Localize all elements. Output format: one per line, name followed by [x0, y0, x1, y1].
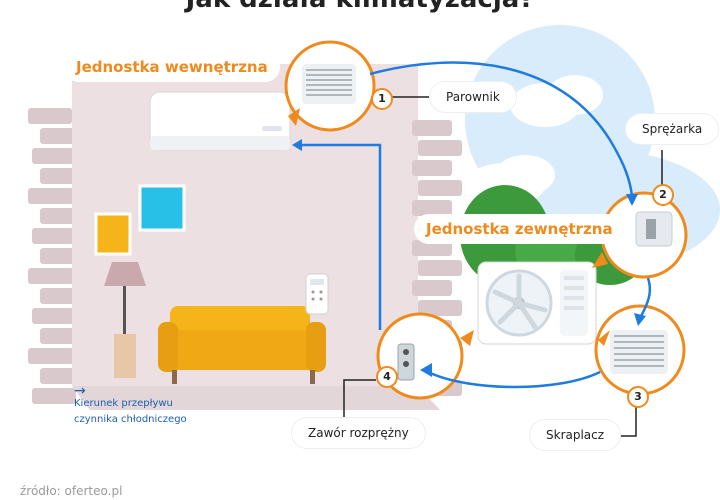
evaporator-label: Parownik — [430, 82, 516, 112]
sofa — [158, 306, 326, 384]
flow-evaporator-to-compressor — [369, 61, 634, 197]
indoor-unit-label: Jednostka wewnętrzna — [64, 52, 280, 82]
flow-arrowheads — [292, 139, 646, 377]
picture-yellow — [94, 212, 132, 256]
badge-1: 1 — [371, 88, 393, 110]
floor-lamp — [104, 262, 146, 378]
remote-control — [305, 273, 329, 315]
picture-blue — [138, 184, 186, 232]
flow-legend-arrow: → — [74, 383, 86, 399]
outdoor-ac-unit — [477, 261, 597, 345]
pointer-condenser — [598, 330, 610, 346]
indoor-ac-unit — [149, 91, 291, 151]
flow-compressor-to-condenser — [638, 277, 652, 319]
flow-legend-line1: Kierunek przepływu — [74, 398, 173, 409]
compressor-label: Sprężarka — [626, 114, 719, 144]
zoom-evaporator — [284, 40, 376, 132]
flow-condenser-to-valve — [427, 370, 601, 389]
pointer-evaporator — [288, 108, 300, 126]
source-credit: źródło: oferteo.pl — [20, 484, 123, 498]
flow-legend: Kierunek przepływu czynnika chłodniczego — [74, 396, 224, 428]
flow-valve-to-evaporator — [300, 143, 382, 330]
pointer-compressor — [592, 252, 608, 268]
diagram-title: Jak działa klimatyzacja? — [0, 0, 720, 14]
badge-4: 4 — [376, 366, 398, 388]
condenser-label: Skraplacz — [530, 420, 621, 450]
floor — [72, 386, 440, 410]
badge-2: 2 — [652, 184, 674, 206]
pointer-valve — [460, 330, 474, 346]
expansion-valve-label: Zawór rozprężny — [292, 418, 425, 448]
outdoor-unit-label: Jednostka zewnętrzna — [414, 214, 625, 244]
zoom-compressor — [600, 191, 688, 279]
left-brick-wall — [28, 108, 76, 404]
flow-legend-line2: czynnika chłodniczego — [74, 414, 187, 425]
refrigerant-flow — [300, 61, 652, 389]
badge-3: 3 — [627, 386, 649, 408]
